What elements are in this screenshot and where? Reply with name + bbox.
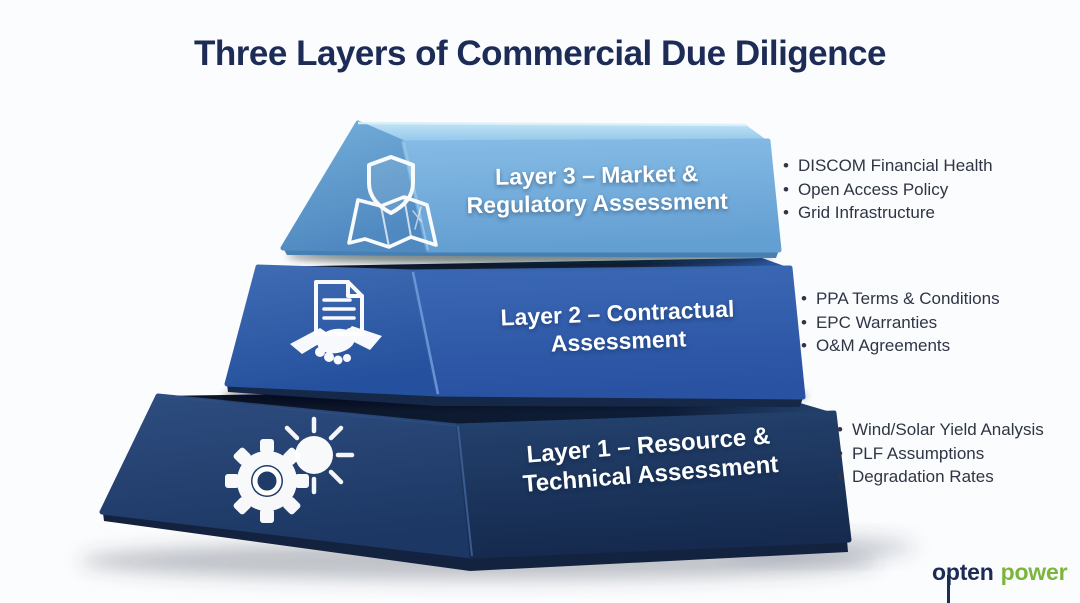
bullet-text: Wind/Solar Yield Analysis bbox=[851, 420, 1044, 439]
gear-sun-icon bbox=[225, 416, 355, 523]
brand-logo-descender-line bbox=[947, 575, 950, 603]
bullet-text: Grid Infrastructure bbox=[797, 203, 935, 222]
brand-logo-part-2: power bbox=[1000, 559, 1068, 585]
layer-3-label: Layer 3 – Market & Regulatory Assessment bbox=[466, 160, 729, 219]
bullet-item: PPA Terms & Conditions bbox=[801, 287, 1000, 311]
brand-logo-part-1: opten bbox=[932, 559, 994, 585]
layer-1-bullets: Wind/Solar Yield Analysis PLF Assumption… bbox=[837, 418, 1044, 489]
bullet-item: DISCOM Financial Health bbox=[783, 154, 993, 178]
document-handshake-icon bbox=[290, 280, 382, 365]
bullet-item: Grid Infrastructure bbox=[783, 201, 993, 225]
bullet-item: EPC Warranties bbox=[801, 311, 1000, 335]
layer-2-bullets: PPA Terms & Conditions EPC Warranties O&… bbox=[801, 287, 1000, 358]
bullet-text: DISCOM Financial Health bbox=[797, 156, 993, 175]
bullet-item: Wind/Solar Yield Analysis bbox=[837, 418, 1044, 442]
bullet-text: Degradation Rates bbox=[851, 467, 994, 486]
pyramid-layer-2-shape bbox=[224, 258, 806, 407]
bullet-text: EPC Warranties bbox=[815, 312, 938, 332]
bullet-text: PPA Terms & Conditions bbox=[815, 289, 1000, 308]
bullet-item: O&M Agreements bbox=[801, 334, 1000, 358]
bullet-text: O&M Agreements bbox=[815, 336, 951, 355]
layer-3-bullets: DISCOM Financial Health Open Access Poli… bbox=[783, 154, 993, 225]
bullet-text: Open Access Policy bbox=[797, 179, 949, 199]
bullet-text: PLF Assumptions bbox=[851, 443, 985, 463]
pyramid-layer-3-shape bbox=[280, 120, 782, 258]
layer-2-label: Layer 2 – Contractual Assessment bbox=[500, 295, 735, 357]
bullet-item: Degradation Rates bbox=[837, 465, 1044, 489]
bullet-item: PLF Assumptions bbox=[837, 442, 1044, 466]
bullet-item: Open Access Policy bbox=[783, 178, 993, 202]
page-title: Three Layers of Commercial Due Diligence bbox=[194, 34, 886, 73]
shield-map-icon bbox=[347, 155, 438, 249]
